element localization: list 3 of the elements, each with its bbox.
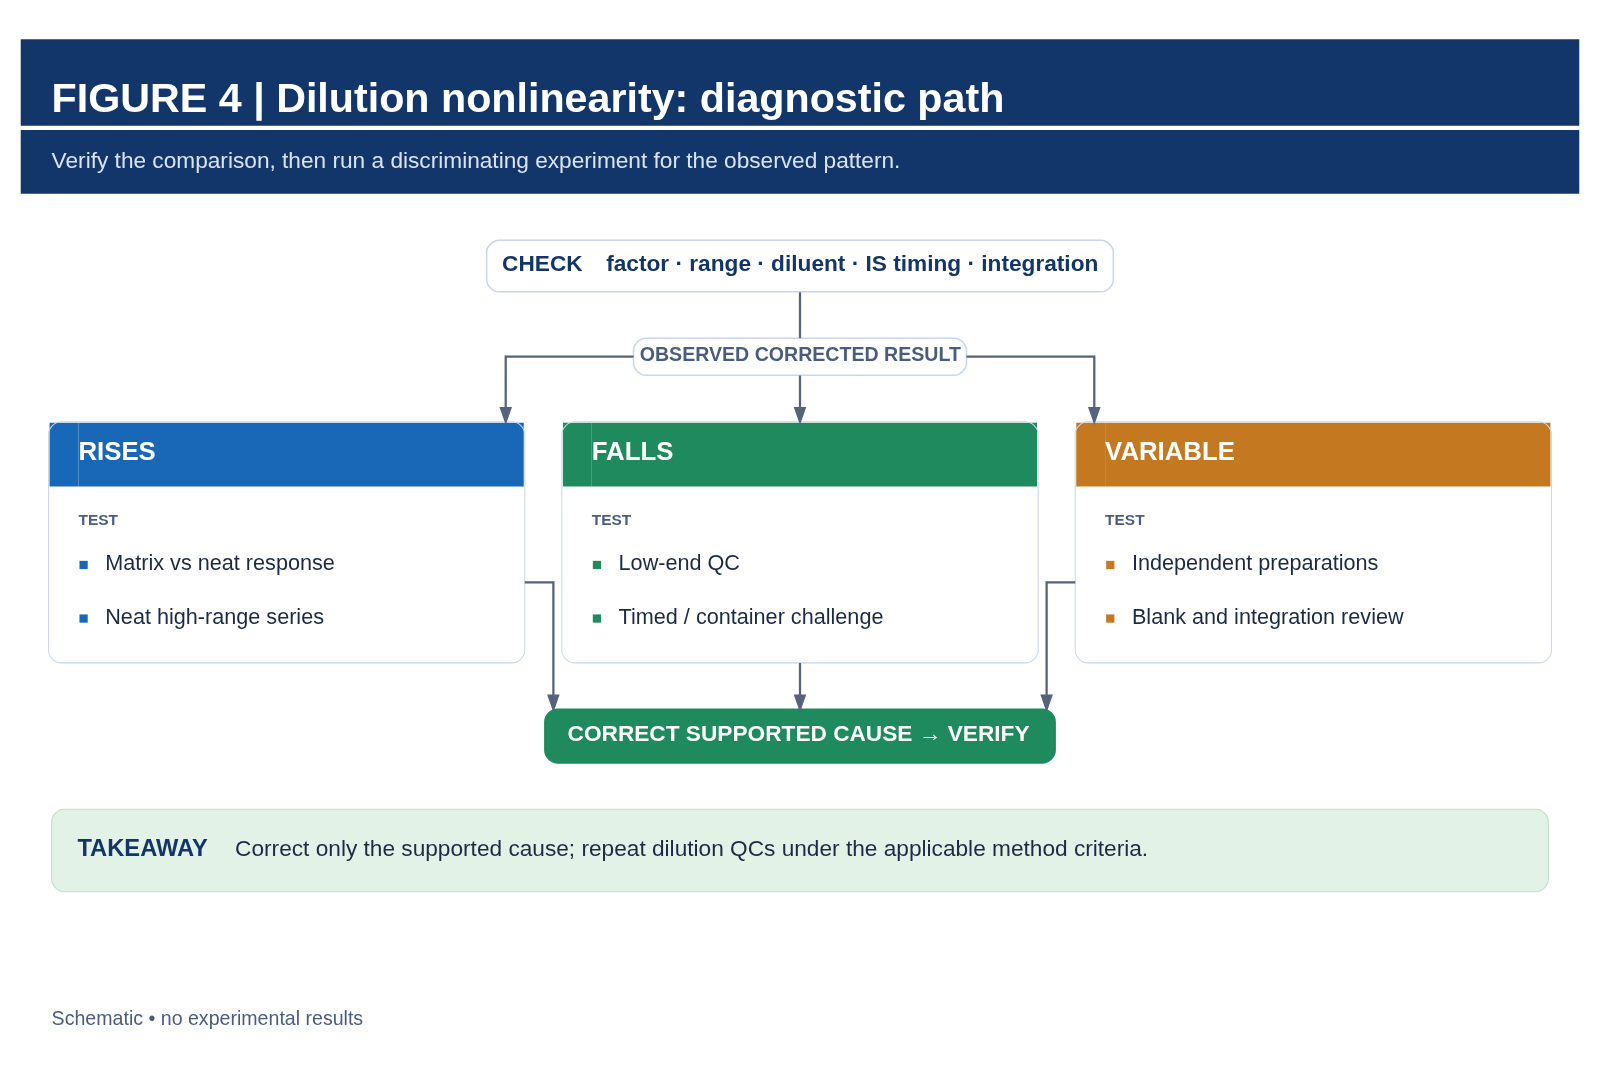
diagram-title: FIGURE 4 | Dilution nonlinearity: diagnostic path bbox=[51, 75, 1005, 122]
label: Verify the comparison, then run a discriminating experiment for the observed pattern. bbox=[51, 146, 901, 173]
label: Schematic • no experimental results bbox=[51, 1006, 364, 1029]
